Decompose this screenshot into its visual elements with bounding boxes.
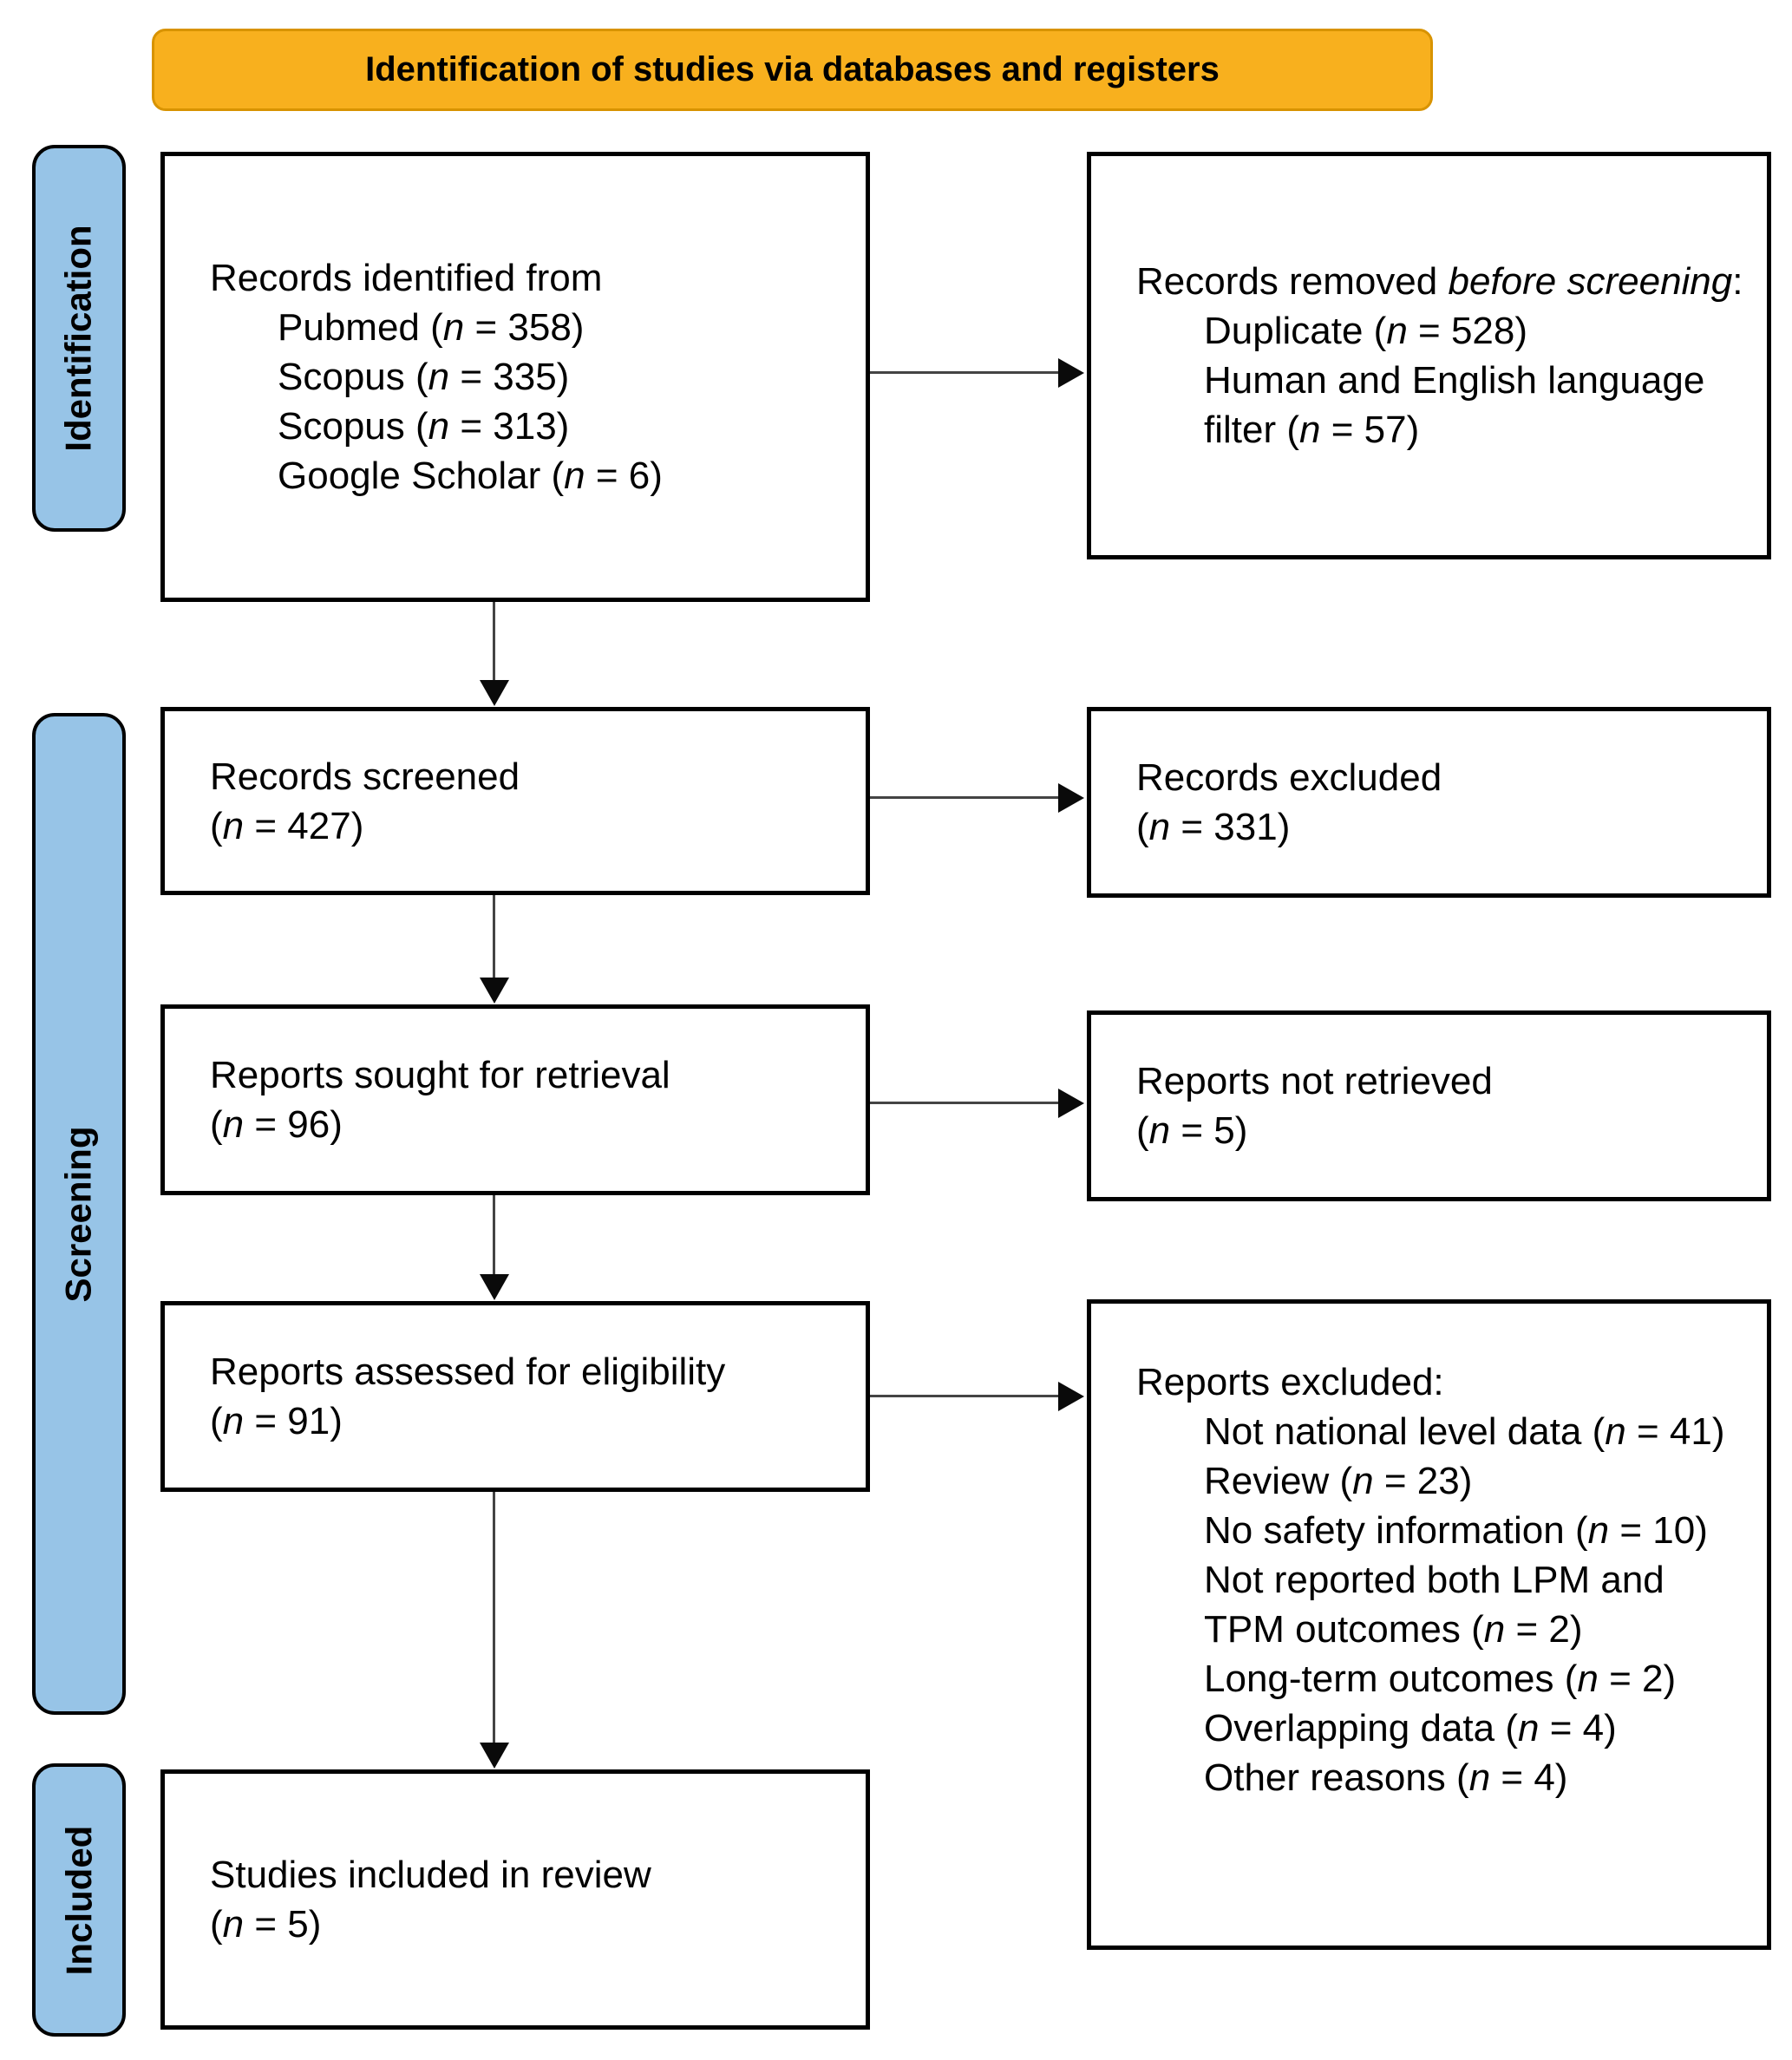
reports-excluded-item: Overlapping data (n = 4) <box>1204 1707 1617 1749</box>
stage-bar-included: Included <box>32 1763 126 2037</box>
arrow-down-icon <box>480 1274 509 1300</box>
reports-excluded-item: Review (n = 23) <box>1204 1460 1473 1502</box>
records-removed-item: Human and English language filter (n = 5… <box>1204 359 1705 451</box>
box-reports-not-retrieved: Reports not retrieved (n = 5) <box>1087 1010 1771 1201</box>
box-studies-included: Studies included in review (n = 5) <box>160 1769 870 2030</box>
arrow-line <box>493 895 495 979</box>
arrow-line <box>493 1195 495 1276</box>
box-reports-excluded-reasons: Reports excluded: Not national level dat… <box>1087 1299 1771 1950</box>
arrow-down-icon <box>480 978 509 1004</box>
reports-excluded-item: No safety information (n = 10) <box>1204 1509 1708 1552</box>
arrow-line <box>870 371 1060 374</box>
box-records-identified-heading: Records identified from <box>210 257 603 299</box>
records-excluded-count: (n = 331) <box>1136 806 1291 848</box>
arrow-right-icon <box>1058 1382 1084 1411</box>
arrow-down-icon <box>480 680 509 706</box>
banner-identification-of-studies: Identification of studies via databases … <box>152 29 1433 111</box>
stage-label-included: Included <box>58 1825 99 1975</box>
reports-assessed-line: Reports assessed for eligibility <box>210 1350 726 1393</box>
box-records-screened: Records screened (n = 427) <box>160 707 870 895</box>
arrow-right-icon <box>1058 358 1084 388</box>
studies-included-count: (n = 5) <box>210 1903 322 1946</box>
box-reports-assessed: Reports assessed for eligibility (n = 91… <box>160 1301 870 1492</box>
box-records-excluded: Records excluded (n = 331) <box>1087 707 1771 898</box>
arrow-line <box>870 1102 1060 1104</box>
arrow-down-icon <box>480 1743 509 1769</box>
studies-included-line: Studies included in review <box>210 1854 651 1896</box>
reports-excluded-item: Long-term outcomes (n = 2) <box>1204 1658 1677 1700</box>
arrow-line <box>493 1492 495 1744</box>
box-records-removed: Records removed before screening: Duplic… <box>1087 152 1771 559</box>
stage-bar-identification: Identification <box>32 145 126 532</box>
records-identified-item: Scopus (n = 313) <box>278 405 570 448</box>
box-records-identified: Records identified from Pubmed (n = 358)… <box>160 152 870 602</box>
box-reports-sought: Reports sought for retrieval (n = 96) <box>160 1004 870 1195</box>
banner-title: Identification of studies via databases … <box>365 50 1220 88</box>
stage-label-screening: Screening <box>58 1125 100 1303</box>
arrow-line <box>493 602 495 682</box>
reports-sought-count: (n = 96) <box>210 1103 343 1146</box>
reports-excluded-item: Other reasons (n = 4) <box>1204 1756 1568 1799</box>
reports-excluded-item: Not national level data (n = 41) <box>1204 1410 1725 1453</box>
reports-not-retrieved-line: Reports not retrieved <box>1136 1060 1493 1102</box>
records-excluded-line: Records excluded <box>1136 756 1442 799</box>
reports-not-retrieved-count: (n = 5) <box>1136 1109 1248 1152</box>
arrow-right-icon <box>1058 1089 1084 1118</box>
reports-sought-line: Reports sought for retrieval <box>210 1054 670 1096</box>
records-identified-item: Google Scholar (n = 6) <box>278 455 663 497</box>
records-removed-item: Duplicate (n = 528) <box>1204 310 1528 352</box>
arrow-line <box>870 796 1060 799</box>
box-records-removed-heading: Records removed before screening: <box>1136 260 1743 303</box>
records-identified-item: Scopus (n = 335) <box>278 356 570 398</box>
stage-bar-screening: Screening <box>32 713 126 1715</box>
arrow-right-icon <box>1058 783 1084 813</box>
records-screened-line: Records screened <box>210 755 520 798</box>
records-identified-item: Pubmed (n = 358) <box>278 306 585 349</box>
box-reports-excluded-heading: Reports excluded: <box>1136 1361 1444 1403</box>
records-screened-count: (n = 427) <box>210 804 364 847</box>
stage-label-identification: Identification <box>58 225 99 452</box>
reports-assessed-count: (n = 91) <box>210 1400 343 1442</box>
reports-excluded-item: Not reported both LPM and TPM outcomes (… <box>1204 1559 1664 1651</box>
arrow-line <box>870 1395 1060 1397</box>
